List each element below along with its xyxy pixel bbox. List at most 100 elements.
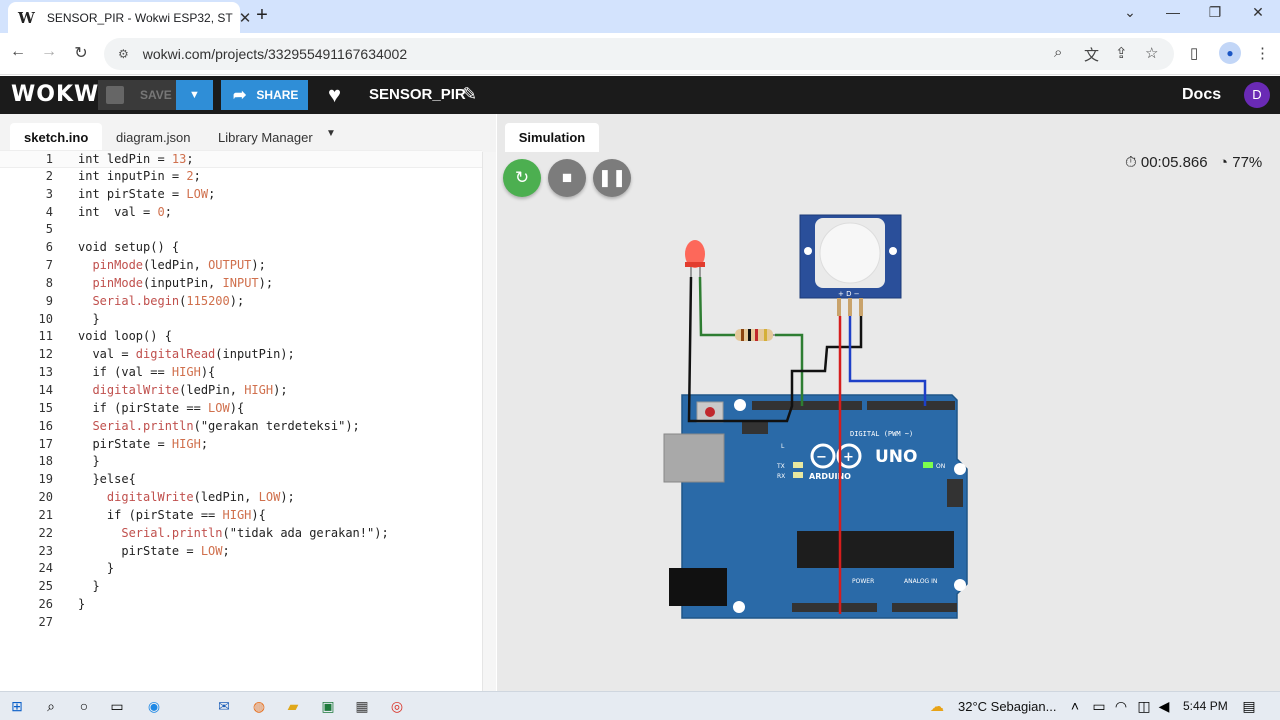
- tab-sketch-ino[interactable]: sketch.ino: [10, 123, 103, 152]
- red-led[interactable]: [685, 240, 705, 277]
- minimize-button[interactable]: —: [1166, 4, 1180, 20]
- side-panel-icon[interactable]: ▯: [1190, 45, 1199, 62]
- avatar[interactable]: D: [1244, 82, 1270, 108]
- restart-simulation-button[interactable]: ↻: [503, 159, 541, 197]
- pencil-icon[interactable]: ✎: [462, 84, 478, 104]
- share-page-icon[interactable]: ⇪: [1115, 45, 1128, 62]
- tab-library-manager[interactable]: Library Manager: [218, 130, 313, 145]
- line-number: 23: [38, 543, 53, 558]
- code-line[interactable]: 22 Serial.println("tidak ada gerakan!");: [0, 525, 482, 543]
- search-icon[interactable]: ⌕: [47, 698, 55, 714]
- code-line[interactable]: 26}: [0, 596, 482, 614]
- pir-sensor[interactable]: + D −: [799, 214, 902, 316]
- code-line[interactable]: 10 }: [0, 311, 482, 329]
- on-label: ON: [936, 463, 945, 470]
- windows-taskbar: ⊞ ⌕ ○ ▭ ◉ ✉ ◍ ▰ ▣ ▦ ◎ ☁ 32°C Sebagian...…: [0, 691, 1280, 720]
- code-line[interactable]: 8 pinMode(inputPin, INPUT);: [0, 275, 482, 293]
- new-tab-button[interactable]: +: [256, 4, 268, 26]
- back-button[interactable]: ←: [10, 43, 26, 60]
- stopwatch-icon: ⏱: [1125, 154, 1137, 171]
- translate-icon[interactable]: 文: [1084, 47, 1100, 64]
- code-text: val = digitalRead(inputPin);: [78, 347, 295, 362]
- search-icon[interactable]: ⌕: [1054, 44, 1063, 61]
- notifications-icon[interactable]: ▤: [1242, 698, 1256, 714]
- firefox-icon[interactable]: ◍: [252, 698, 266, 714]
- code-line[interactable]: 15 if (pirState == LOW){: [0, 400, 482, 418]
- stop-simulation-button[interactable]: ■: [548, 159, 586, 197]
- code-line[interactable]: 27: [0, 614, 482, 632]
- mail-icon[interactable]: ✉: [218, 698, 230, 714]
- battery-icon[interactable]: ▭: [1092, 698, 1106, 714]
- code-line[interactable]: 7 pinMode(ledPin, OUTPUT);: [0, 257, 482, 275]
- save-dropdown-button[interactable]: ▼: [176, 80, 213, 110]
- browser-menu-icon[interactable]: ⋮: [1255, 45, 1270, 62]
- omnibox[interactable]: ⚙ wokwi.com/projects/332955491167634002: [104, 38, 1174, 70]
- app-icon[interactable]: ▦: [355, 698, 369, 714]
- tab-diagram-json[interactable]: diagram.json: [116, 130, 191, 145]
- share-button[interactable]: ➦ SHARE: [221, 80, 308, 110]
- code-line[interactable]: 20 digitalWrite(ledPin, LOW);: [0, 489, 482, 507]
- code-line[interactable]: 21 if (pirState == HIGH){: [0, 507, 482, 525]
- save-button[interactable]: SAVE: [98, 80, 176, 110]
- code-line[interactable]: 18 }: [0, 453, 482, 471]
- line-number: 5: [45, 222, 53, 237]
- code-line[interactable]: 13 if (val == HIGH){: [0, 364, 482, 382]
- network-icon[interactable]: ◫: [1137, 698, 1151, 714]
- code-text: Serial.begin(115200);: [92, 293, 245, 308]
- task-view-icon[interactable]: ▭: [110, 698, 124, 714]
- code-line[interactable]: 14 digitalWrite(ledPin, HIGH);: [0, 382, 482, 400]
- code-line[interactable]: 12 val = digitalRead(inputPin);: [0, 346, 482, 364]
- code-line[interactable]: 19 }else{: [0, 471, 482, 489]
- bookmark-star-icon[interactable]: ☆: [1145, 45, 1159, 62]
- excel-icon[interactable]: ▣: [321, 698, 335, 714]
- heart-icon[interactable]: ♥: [328, 82, 342, 107]
- line-number: 8: [45, 275, 53, 290]
- restore-button[interactable]: ❐: [1208, 4, 1222, 20]
- docs-link[interactable]: Docs: [1182, 86, 1222, 103]
- editor-scrollbar[interactable]: [482, 152, 496, 691]
- close-window-button[interactable]: ✕: [1252, 4, 1264, 20]
- wifi-icon[interactable]: ◠: [1114, 698, 1128, 714]
- forward-button[interactable]: →: [41, 43, 57, 60]
- code-line[interactable]: 5: [0, 221, 482, 239]
- line-number: 2: [45, 168, 53, 183]
- browser-profile-icon[interactable]: ●: [1219, 42, 1241, 64]
- weather-text[interactable]: 32°C Sebagian...: [958, 699, 1057, 714]
- chrome-icon[interactable]: ◎: [390, 698, 404, 714]
- clock[interactable]: 5:44 PM: [1183, 699, 1228, 713]
- cortana-icon[interactable]: ○: [79, 698, 89, 714]
- browser-tab[interactable]: W SENSOR_PIR - Wokwi ESP32, ST ✕: [8, 2, 251, 33]
- code-line[interactable]: 23 pirState = LOW;: [0, 543, 482, 561]
- code-line[interactable]: 25 }: [0, 578, 482, 596]
- chevron-down-icon[interactable]: ▼: [326, 128, 336, 139]
- tab-search-chevron-icon[interactable]: ⌄: [1124, 4, 1136, 20]
- chevron-up-icon[interactable]: ˄: [1070, 698, 1080, 714]
- pause-simulation-button[interactable]: ❚❚: [593, 159, 631, 197]
- code-line[interactable]: 16 Serial.println("gerakan terdeteksi");: [0, 418, 482, 436]
- tab-simulation[interactable]: Simulation: [505, 123, 599, 152]
- wokwi-logo[interactable]: WOKWI: [11, 82, 109, 107]
- windows-start-icon[interactable]: ⊞: [11, 698, 23, 714]
- edge-icon[interactable]: ◉: [147, 698, 161, 714]
- volume-icon[interactable]: ◀: [1158, 698, 1170, 714]
- speed-value: 77%: [1232, 154, 1263, 171]
- code-line[interactable]: 9 Serial.begin(115200);: [0, 293, 482, 311]
- reload-button[interactable]: ↻: [74, 45, 88, 62]
- code-text: }: [78, 454, 100, 469]
- project-name[interactable]: SENSOR_PIR: [369, 86, 466, 103]
- arduino-uno-board[interactable]: − + UNO ARDUINO DIGITAL (PWM ~) POWER AN…: [663, 394, 968, 619]
- code-line[interactable]: 24 }: [0, 560, 482, 578]
- close-tab-icon[interactable]: ✕: [238, 9, 252, 27]
- site-info-icon[interactable]: ⚙: [118, 47, 129, 61]
- file-explorer-icon[interactable]: ▰: [287, 698, 299, 714]
- url-text[interactable]: wokwi.com/projects/332955491167634002: [142, 46, 408, 62]
- analog-label: ANALOG IN: [904, 578, 937, 585]
- code-line[interactable]: 17 pirState = HIGH;: [0, 436, 482, 454]
